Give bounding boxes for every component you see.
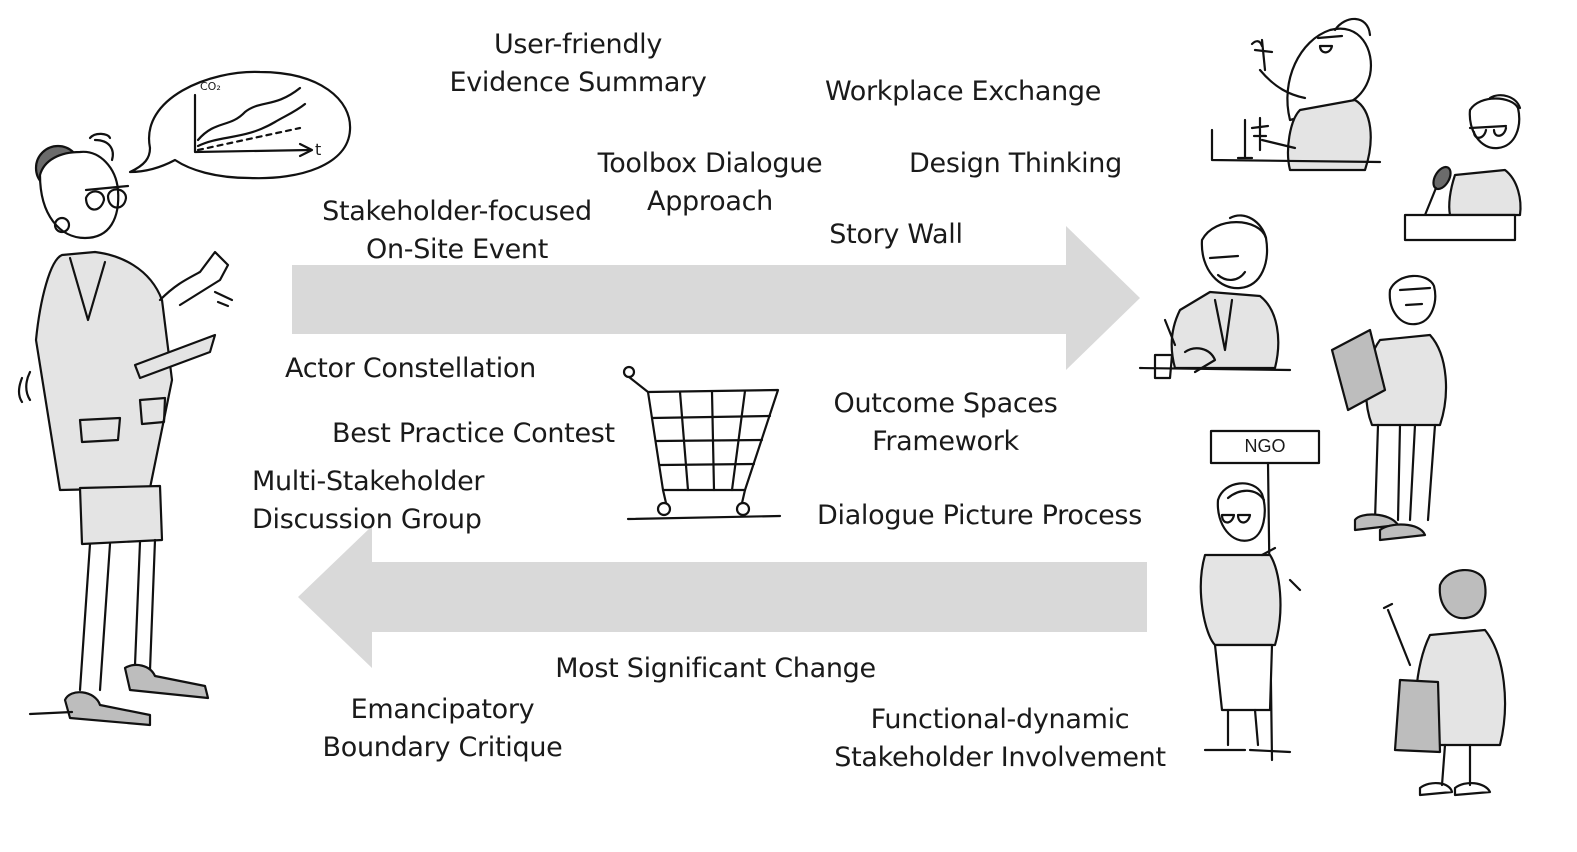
businessman-figure-icon	[1138, 214, 1292, 380]
method-boundary-critique: Emancipatory Boundary Critique	[305, 691, 580, 767]
method-best-practice: Best Practice Contest	[332, 415, 632, 453]
method-story-wall: Story Wall	[806, 216, 986, 254]
method-onsite-event: Stakeholder-focused On-Site Event	[302, 193, 612, 269]
speech-bubble-axis-label: t	[315, 140, 322, 159]
ngo-sign-label: NGO	[1244, 436, 1286, 456]
speaker-figure-icon	[1403, 94, 1522, 242]
method-onsite-event-line2: On-Site Event	[366, 234, 548, 265]
scientist-figure-icon	[1210, 17, 1382, 172]
method-design-thinking: Design Thinking	[888, 145, 1143, 183]
researcher-figure-icon	[17, 70, 352, 727]
method-design-thinking-label: Design Thinking	[909, 148, 1122, 179]
method-evidence-summary-line1: User-friendly	[493, 29, 663, 60]
shopping-cart-icon	[622, 365, 782, 521]
method-discussion-group-line2: Discussion Group	[252, 504, 482, 535]
method-dialogue-picture: Dialogue Picture Process	[817, 497, 1157, 535]
method-boundary-critique-line2: Boundary Critique	[322, 732, 563, 763]
method-outcome-spaces: Outcome Spaces Framework	[818, 385, 1073, 461]
method-actor-constellation: Actor Constellation	[285, 350, 575, 388]
method-toolbox-dialogue-line1: Toolbox Dialogue	[597, 148, 823, 179]
method-evidence-summary: User-friendly Evidence Summary	[428, 26, 728, 102]
method-workplace-exchange-label: Workplace Exchange	[824, 76, 1102, 107]
method-evidence-summary-line2: Evidence Summary	[449, 67, 707, 98]
method-stakeholder-involvement-line2: Stakeholder Involvement	[834, 742, 1166, 773]
method-outcome-spaces-line1: Outcome Spaces	[833, 388, 1058, 419]
method-actor-constellation-label: Actor Constellation	[285, 353, 536, 384]
method-boundary-critique-line1: Emancipatory	[350, 694, 535, 725]
method-discussion-group-line1: Multi-Stakeholder	[252, 466, 485, 497]
method-workplace-exchange: Workplace Exchange	[808, 73, 1118, 111]
elderly-woman-figure-icon	[1382, 568, 1507, 797]
method-best-practice-label: Best Practice Contest	[332, 418, 615, 449]
method-stakeholder-involvement: Functional-dynamic Stakeholder Involveme…	[830, 701, 1170, 777]
method-onsite-event-line1: Stakeholder-focused	[322, 196, 592, 227]
method-stakeholder-involvement-line1: Functional-dynamic	[870, 704, 1130, 735]
method-toolbox-dialogue-line2: Approach	[647, 186, 773, 217]
citizen-with-folder-figure-icon	[1330, 274, 1448, 542]
method-most-significant-change: Most Significant Change	[548, 650, 883, 688]
ngo-activist-figure-icon	[1199, 429, 1321, 762]
method-outcome-spaces-line2: Framework	[872, 426, 1019, 457]
arrow-right	[292, 226, 1140, 370]
speech-bubble-chart-label: CO₂	[200, 80, 221, 93]
method-most-significant-change-label: Most Significant Change	[555, 653, 876, 684]
method-discussion-group: Multi-Stakeholder Discussion Group	[252, 463, 522, 539]
arrow-left	[298, 526, 1147, 668]
method-toolbox-dialogue: Toolbox Dialogue Approach	[570, 145, 850, 221]
method-story-wall-label: Story Wall	[829, 219, 963, 250]
method-dialogue-picture-label: Dialogue Picture Process	[817, 500, 1142, 531]
